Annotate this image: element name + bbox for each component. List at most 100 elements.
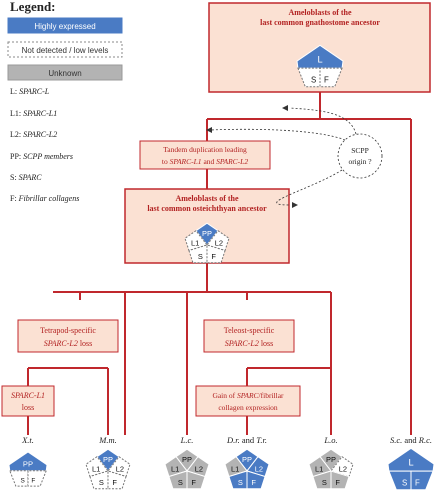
mm-label-l2: L2 <box>116 464 124 473</box>
lc-label-l1: L1 <box>171 464 179 473</box>
lc-seg-f <box>186 470 206 490</box>
scrc-seg-top <box>387 447 435 472</box>
mm-label-l1: L1 <box>92 464 100 473</box>
mm-seg-f <box>107 470 127 490</box>
mm-label-top: PP <box>103 455 113 464</box>
legend-swatch-unknown-label: Unknown <box>48 69 81 78</box>
scrc-label-f: F <box>415 479 420 488</box>
legend: Legend: Highly expressed Not detected / … <box>7 0 123 203</box>
gnathostome-label-f: F <box>324 76 329 85</box>
legend-abbr-l2: L2: SPARC-L2 <box>10 130 57 139</box>
xt-label-f: F <box>31 478 35 485</box>
legend-abbr-pp: PP: SCPP members <box>10 152 73 161</box>
teleost-box <box>203 319 295 353</box>
osteichthyan-label-l1: L1 <box>191 238 199 247</box>
lo-label-s: S <box>322 478 327 487</box>
lo-label-f: F <box>335 478 340 487</box>
drtr-label-l2: L2 <box>255 464 263 473</box>
scpp-arrows <box>209 107 357 206</box>
osteichthyan-line2: last common osteichthyan ancestor <box>147 204 267 213</box>
taxon-mm: M.m. <box>98 435 116 445</box>
osteichthyan-seg-s <box>188 244 208 264</box>
lo-label-l2: L2 <box>339 464 347 473</box>
tetrapod-box <box>17 319 119 353</box>
osteichthyan-label-f: F <box>211 252 216 261</box>
drtr-label-l1: L1 <box>231 464 239 473</box>
node-tandem-duplication: Tandem duplication leading to SPARC-L1 a… <box>139 140 271 170</box>
l1loss-box <box>1 385 55 417</box>
gain-line2: collagen expression <box>218 403 278 412</box>
legend-title: Legend: <box>10 0 56 14</box>
gnathostome-seg-top <box>296 44 344 69</box>
node-scpp-origin: SCPP origin ? <box>337 133 383 179</box>
drtr-label-top: PP <box>242 455 252 464</box>
scpp-circle <box>337 133 383 179</box>
legend-swatch-low-label: Not detected / low levels <box>22 46 109 55</box>
lc-label-l2: L2 <box>195 464 203 473</box>
tandem-box <box>139 140 271 170</box>
legend-abbr-l1: L1: SPARC-L1 <box>10 109 57 118</box>
mm-label-s: S <box>99 478 104 487</box>
gnathostome-line1: Ameloblasts of the <box>288 8 352 17</box>
legend-swatch-high-label: Highly expressed <box>34 22 95 31</box>
xt-seg-f <box>27 470 47 487</box>
node-l1-loss: SPARC-L1 loss <box>1 385 55 417</box>
mm-seg-s <box>89 470 109 490</box>
xt-label-s: S <box>21 478 26 485</box>
scpp-line1: SCPP <box>351 146 369 155</box>
gain-box <box>195 385 301 417</box>
xt-seg-top <box>8 451 48 472</box>
osteichthyan-label-top: PP <box>202 229 212 238</box>
tree-branches <box>27 92 412 435</box>
scrc-seg-s <box>388 470 412 491</box>
lo-label-top: PP <box>326 455 336 464</box>
legend-abbr-s: S: SPARC <box>10 173 42 182</box>
lo-label-l1: L1 <box>315 464 323 473</box>
taxon-xt: X.t. <box>21 435 34 445</box>
osteichthyan-label-s: S <box>198 252 203 261</box>
xt-label-top: PP <box>23 459 33 468</box>
scrc-label-top: L <box>408 458 413 468</box>
osteichthyan-label-l2: L2 <box>215 238 223 247</box>
gnathostome-seg-s <box>297 67 321 88</box>
gnathostome-seg-f <box>319 67 343 88</box>
scrc-seg-f <box>410 470 434 491</box>
legend-abbr-l: L: SPARC-L <box>10 87 50 96</box>
tandem-line2: to SPARC-L1 and SPARC-L2 <box>162 157 248 166</box>
tandem-line1: Tandem duplication leading <box>163 145 247 154</box>
l1loss-line2: loss <box>22 403 34 412</box>
legend-swatch-low <box>7 41 123 58</box>
legend-swatch-high <box>7 17 123 34</box>
tetrapod-line2: SPARC-L2 loss <box>44 339 93 348</box>
lc-label-s: S <box>178 478 183 487</box>
lo-seg-f <box>330 470 350 490</box>
drtr-label-f: F <box>251 478 256 487</box>
tetrapod-line1: Tetrapod-specific <box>40 326 96 335</box>
taxon-lc: L.c. <box>180 435 194 445</box>
gnathostome-label-top: L <box>317 55 322 65</box>
scrc-label-s: S <box>402 479 407 488</box>
gnathostome-label-s: S <box>311 76 316 85</box>
scpp-arrowheads <box>206 105 298 208</box>
teleost-line1: Teleost-specific <box>224 326 275 335</box>
gnathostome-line2: last common gnathostome ancestor <box>260 18 380 27</box>
taxon-lo: L.o. <box>323 435 337 445</box>
lc-label-top: PP <box>182 455 192 464</box>
node-teleost-loss: Teleost-specific SPARC-L2 loss <box>203 319 295 353</box>
gain-line1: Gain of SPARC/fibrillar <box>212 391 284 400</box>
osteichthyan-line1: Ameloblasts of the <box>175 194 239 203</box>
osteichthyan-seg-f <box>206 244 226 264</box>
legend-abbr-f: F: Fibrillar collagens <box>10 194 79 203</box>
node-tetrapod-loss: Tetrapod-specific SPARC-L2 loss <box>17 319 119 353</box>
drtr-seg-f <box>246 470 266 490</box>
mm-label-f: F <box>112 478 117 487</box>
